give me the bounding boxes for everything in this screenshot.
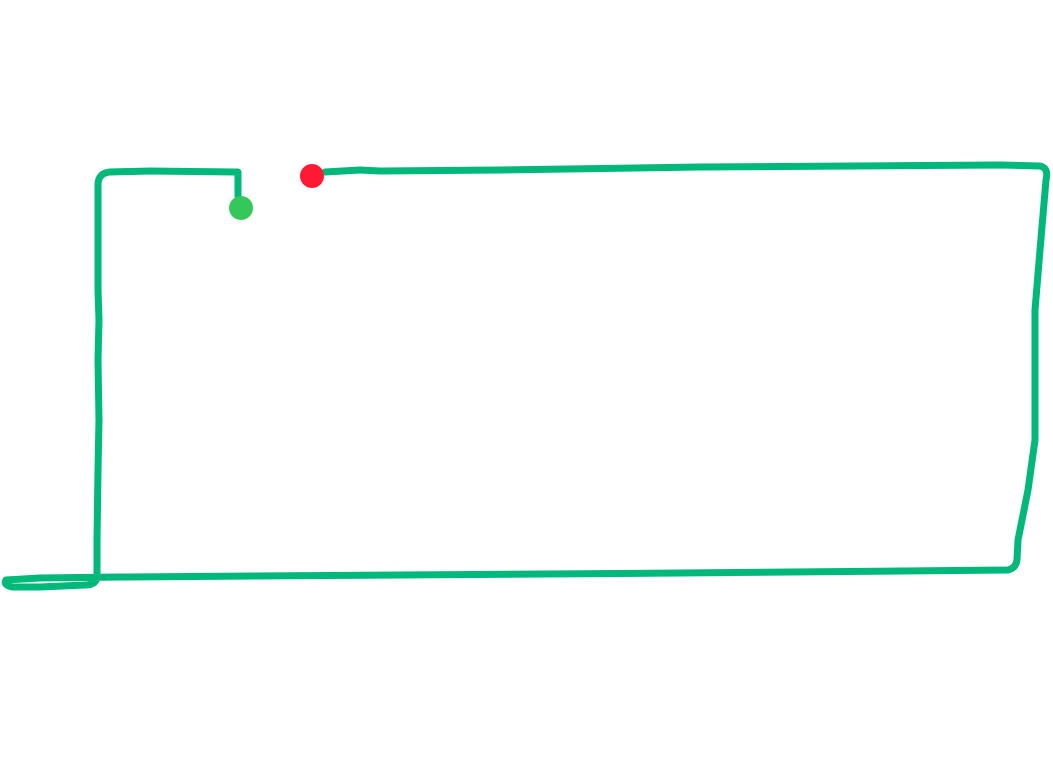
start-dot-icon <box>229 196 253 220</box>
freehand-path-icon <box>1 161 1051 591</box>
end-dot-icon <box>300 164 324 188</box>
